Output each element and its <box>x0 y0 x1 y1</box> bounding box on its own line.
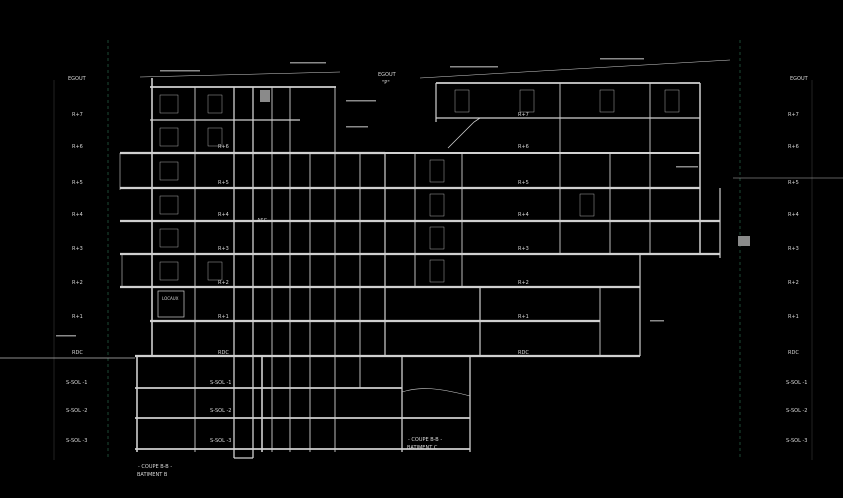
level-label-right: R+7 <box>788 112 799 118</box>
level-label-left: EGOUT <box>68 76 87 82</box>
level-label-left: R+1 <box>72 314 83 320</box>
room-label: LOCAUX <box>162 296 179 301</box>
floor-label: S-SOL -1 <box>210 380 231 386</box>
level-label-left: S-SOL -1 <box>66 380 87 386</box>
caption-building-c-name: BATIMENT C <box>407 445 438 451</box>
floor-label: R+6 <box>218 144 229 150</box>
building-b-labels: R+6 R+5 R+4 R+3 R+2 R+1 RDC S-SOL -1 S-S… <box>162 144 268 444</box>
level-label-right: R+5 <box>788 180 799 186</box>
floor-label: R+5 <box>218 180 229 186</box>
floor-label: S-SOL -3 <box>210 438 231 444</box>
building-c-section <box>385 59 731 452</box>
level-label-left: S-SOL -2 <box>66 408 87 414</box>
floor-label: R+2 <box>218 280 229 286</box>
floor-label: R+3 <box>518 246 529 252</box>
floor-label: R+1 <box>218 314 229 320</box>
level-label-left: R+2 <box>72 280 83 286</box>
left-level-labels: EGOUT R+7 R+6 R+5 R+4 R+3 R+2 R+1 RDC S-… <box>66 76 87 444</box>
floor-label: R+2 <box>518 280 529 286</box>
level-label-right: S-SOL -1 <box>786 380 807 386</box>
level-label-right: R+2 <box>788 280 799 286</box>
floor-label: R+4 <box>218 212 229 218</box>
caption-building-c-title: - COUPE B-B - <box>408 437 442 443</box>
shaft-label: ASC <box>257 218 268 224</box>
caption-building-b-name: BATIMENT B <box>137 472 168 478</box>
caption-building-b-title: - COUPE B-B - <box>138 464 172 470</box>
egout-annotation-sub: "P" <box>382 80 390 86</box>
floor-label: R+3 <box>218 246 229 252</box>
floor-label: S-SOL -2 <box>210 408 231 414</box>
building-c-labels: R+7 R+6 R+5 R+4 R+3 R+2 R+1 RDC <box>518 112 529 356</box>
level-label-right: R+3 <box>788 246 799 252</box>
level-label-right: R+4 <box>788 212 799 218</box>
floor-label: RDC <box>218 350 229 356</box>
level-label-left: R+7 <box>72 112 83 118</box>
level-label-right: RDC <box>788 350 799 356</box>
level-label-right: S-SOL -3 <box>786 438 807 444</box>
level-label-right: R+6 <box>788 144 799 150</box>
level-label-left: R+5 <box>72 180 83 186</box>
annotation-notes <box>56 58 750 337</box>
floor-label: R+5 <box>518 180 529 186</box>
floor-label: RDC <box>518 350 529 356</box>
floor-label: R+7 <box>518 112 529 118</box>
level-label-right: S-SOL -2 <box>786 408 807 414</box>
level-label-left: R+4 <box>72 212 83 218</box>
level-label-left: S-SOL -3 <box>66 438 87 444</box>
floor-label: R+1 <box>518 314 529 320</box>
building-b-section <box>119 71 720 459</box>
level-label-left: RDC <box>72 350 83 356</box>
right-level-labels: EGOUT R+7 R+6 R+5 R+4 R+3 R+2 R+1 RDC S-… <box>786 76 809 444</box>
level-label-right: EGOUT <box>790 76 809 82</box>
egout-annotation: EGOUT <box>378 72 397 78</box>
floor-label: R+6 <box>518 144 529 150</box>
level-label-left: R+3 <box>72 246 83 252</box>
floor-label: R+4 <box>518 212 529 218</box>
level-label-right: R+1 <box>788 314 799 320</box>
level-label-left: R+6 <box>72 144 83 150</box>
